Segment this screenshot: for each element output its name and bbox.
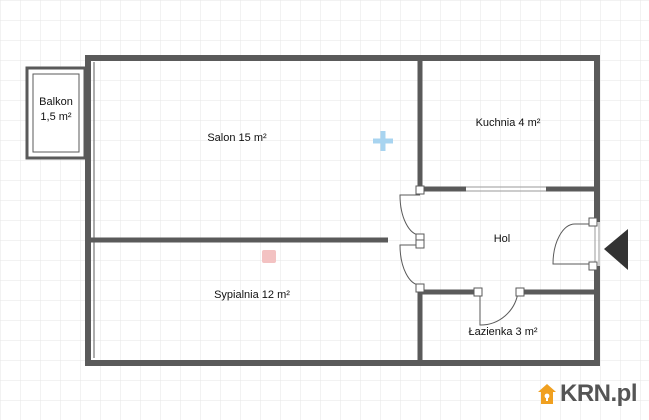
hol-label: Hol	[494, 233, 511, 245]
salon-label: Salon 15 m²	[207, 132, 267, 144]
balcony	[25, 66, 87, 160]
logo-text: KRN.pl	[560, 380, 638, 407]
entrance-arrow-icon	[604, 229, 628, 270]
plus-marker-icon	[373, 131, 393, 151]
interior-walls	[88, 58, 597, 363]
house-lock-icon	[538, 384, 556, 404]
balkon-area-label: 1,5 m²	[40, 111, 72, 123]
balkon-name-label: Balkon	[39, 96, 73, 108]
outer-walls	[85, 55, 600, 366]
kuchnia-label: Kuchnia 4 m²	[476, 117, 541, 129]
lazienka-door	[479, 291, 519, 326]
lazienka-label: Łazienka 3 m²	[468, 326, 537, 338]
entrance-door	[552, 223, 595, 265]
door-jambs	[415, 185, 598, 297]
sypialnia-label: Sypialnia 12 m²	[214, 289, 290, 301]
wall-openings	[466, 186, 600, 266]
square-marker-icon	[262, 250, 276, 263]
krn-logo: KRN.pl	[537, 380, 638, 408]
